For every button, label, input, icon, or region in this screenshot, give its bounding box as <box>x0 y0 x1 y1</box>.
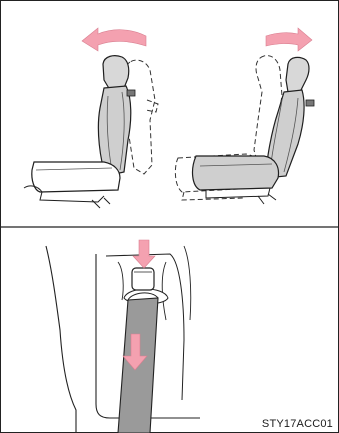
image-code-label: STY17ACC01 <box>262 418 333 430</box>
recline-lever-2 <box>306 100 314 106</box>
recline-lever <box>127 90 135 96</box>
release-button-housing <box>132 268 154 290</box>
headrest <box>103 56 129 90</box>
